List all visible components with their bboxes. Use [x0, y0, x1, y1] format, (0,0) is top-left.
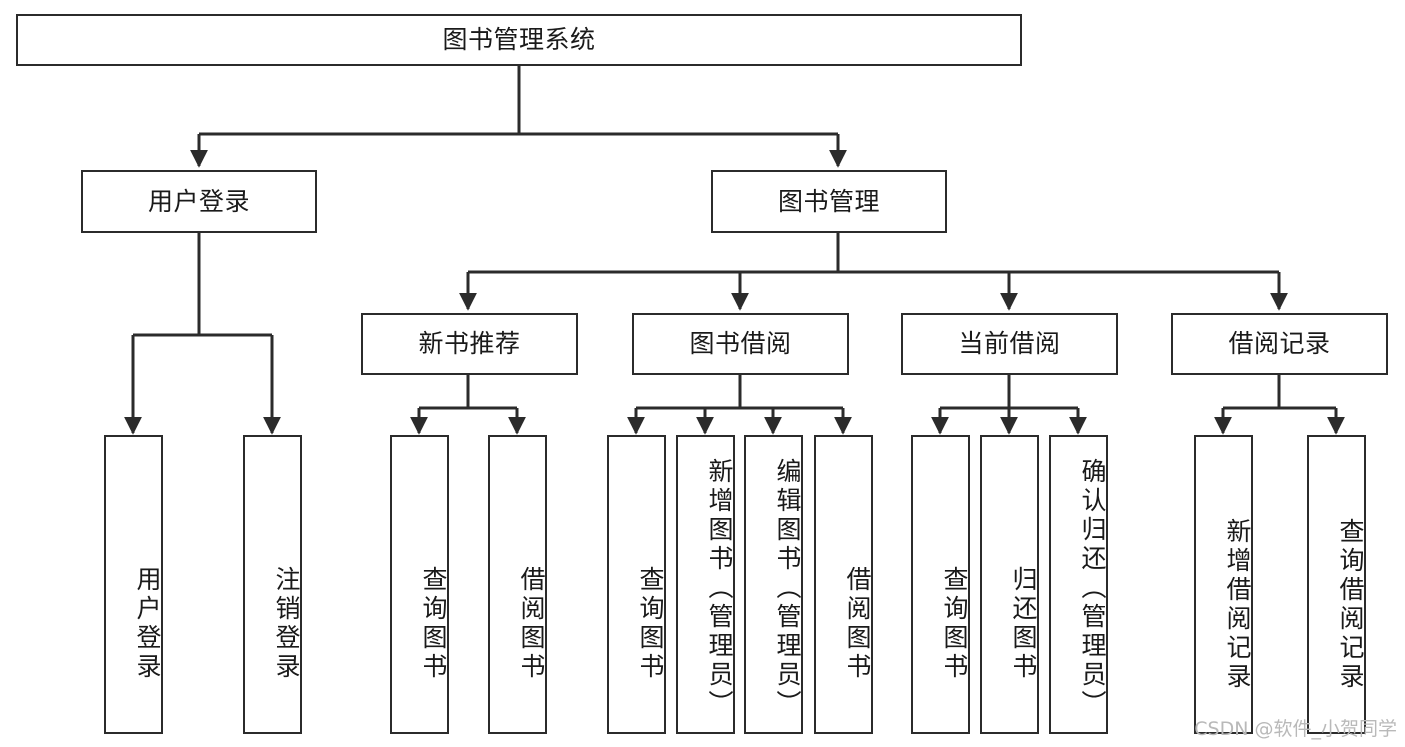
leaf-query-book-3[interactable]: 查询图书: [911, 435, 970, 734]
leaf-borrow-book-2[interactable]: 借阅图书: [814, 435, 873, 734]
leaf-add-borrow-record[interactable]: 新增借阅记录: [1194, 435, 1253, 734]
leaf-add-book[interactable]: 新增图书（管理员）: [676, 435, 735, 734]
node-borrow-record[interactable]: 借阅记录: [1171, 313, 1388, 375]
leaf-borrow-book-1[interactable]: 借阅图书: [488, 435, 547, 734]
node-current-borrow[interactable]: 当前借阅: [901, 313, 1118, 375]
node-user-login[interactable]: 用户登录: [81, 170, 317, 233]
leaf-query-borrow-record[interactable]: 查询借阅记录: [1307, 435, 1366, 734]
node-book-manage[interactable]: 图书管理: [711, 170, 947, 233]
leaf-confirm-return[interactable]: 确认归还（管理员）: [1049, 435, 1108, 734]
node-new-book-recommend[interactable]: 新书推荐: [361, 313, 578, 375]
leaf-query-book-1[interactable]: 查询图书: [390, 435, 449, 734]
leaf-edit-book[interactable]: 编辑图书（管理员）: [744, 435, 803, 734]
csdn-watermark: CSDN @软件_小贺同学: [1194, 718, 1397, 740]
node-root[interactable]: 图书管理系统: [16, 14, 1022, 66]
leaf-query-book-2[interactable]: 查询图书: [607, 435, 666, 734]
leaf-logout-login[interactable]: 注销登录: [243, 435, 302, 734]
node-book-borrow[interactable]: 图书借阅: [632, 313, 849, 375]
leaf-return-book[interactable]: 归还图书: [980, 435, 1039, 734]
leaf-user-login[interactable]: 用户登录: [104, 435, 163, 734]
